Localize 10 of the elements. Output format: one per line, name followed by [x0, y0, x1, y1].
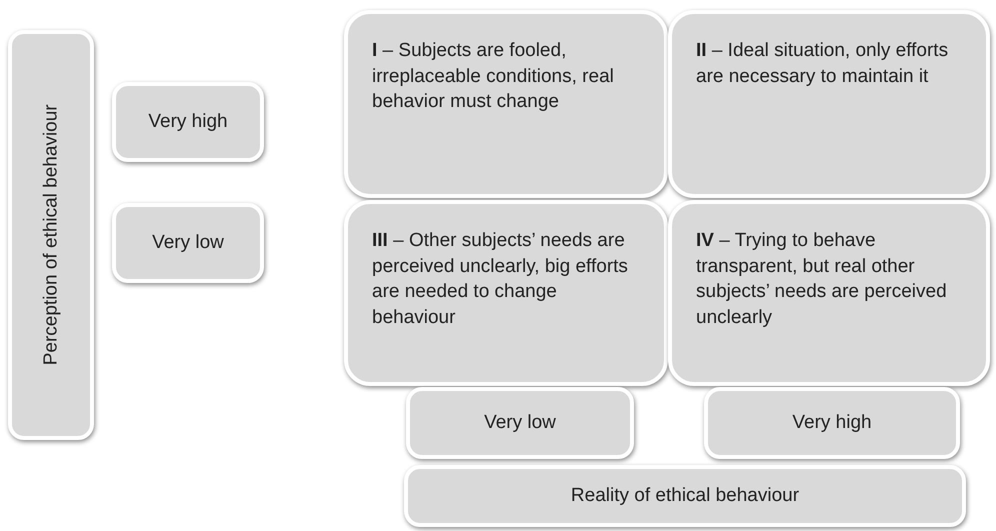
label-text: Perception of ethical behaviour — [39, 104, 62, 366]
label-text: Reality of ethical behaviour — [570, 484, 800, 508]
label-text: Very high — [792, 411, 872, 436]
quadrant-text: I – Subjects are fooled, irreplaceable conditions, real behavior must change — [372, 39, 615, 114]
quadrant-text: III – Other subjects’ needs are perceived unclearly, big efforts are needed to change behaviour — [372, 229, 629, 330]
quadrant-text: IV – Trying to behave transparent, but real other subjects’ needs are perceived unclearly — [696, 229, 948, 330]
label-text: Very low — [484, 411, 556, 436]
label-text: Very low — [152, 231, 224, 256]
quadrant-text: II – Ideal situation, only efforts are necessary to maintain it — [696, 39, 950, 89]
label-text: Very high — [148, 110, 228, 134]
